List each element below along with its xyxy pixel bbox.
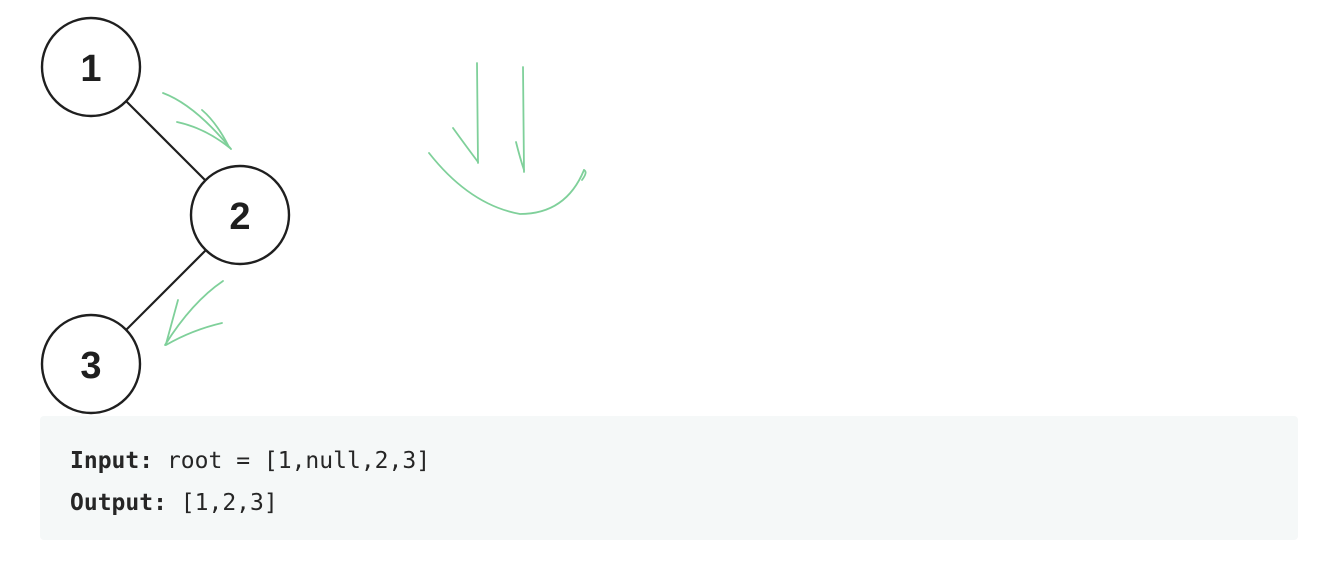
tree-node-2: 2 — [189, 164, 291, 266]
annotation-u-curve — [428, 152, 587, 215]
output-value: [1,2,3] — [180, 490, 278, 516]
annotation-down-arrows — [452, 62, 525, 173]
node-label-1: 1 — [80, 48, 101, 90]
tree-node-3: 3 — [40, 313, 142, 415]
example-output-line: Output: [1,2,3] — [70, 482, 1268, 524]
example-block: Input: root = [1,null,2,3] Output: [1,2,… — [40, 416, 1298, 540]
node-label-2: 2 — [229, 196, 250, 238]
tree-node-1: 1 — [40, 16, 142, 118]
output-label: Output: — [70, 490, 167, 516]
edge-1-2 — [125, 100, 207, 182]
input-value: root = [1,null,2,3] — [166, 448, 431, 474]
input-label: Input: — [70, 448, 154, 474]
edge-2-3 — [125, 249, 207, 331]
annotation-arrow-1-to-2 — [162, 92, 232, 150]
node-label-3: 3 — [80, 345, 101, 387]
binary-tree-diagram: 1 2 3 — [40, 16, 587, 415]
example-input-line: Input: root = [1,null,2,3] — [70, 440, 1268, 482]
annotation-arrow-2-to-3 — [164, 280, 224, 346]
